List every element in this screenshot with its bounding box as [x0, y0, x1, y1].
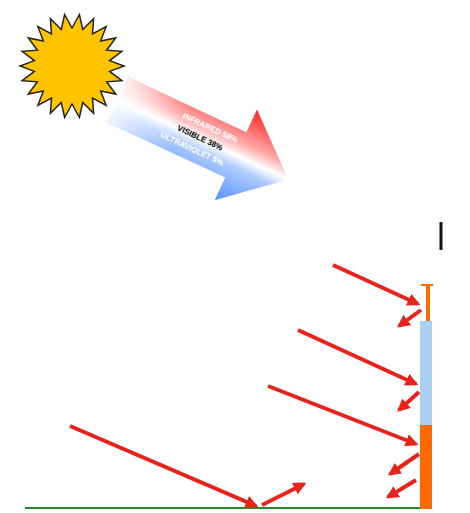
- wall-base: [420, 425, 432, 509]
- wall-top: [426, 285, 430, 321]
- reflected-ray: [399, 310, 421, 326]
- beam-fade: [97, 55, 310, 225]
- incident-ray: [298, 330, 416, 384]
- sun: [20, 15, 124, 118]
- incident-ray: [70, 426, 256, 506]
- bracket-mark: [440, 222, 443, 250]
- light-beam: [97, 55, 310, 225]
- reflected-ray: [262, 484, 304, 505]
- wall-window: [420, 321, 432, 425]
- incident-ray: [333, 265, 418, 304]
- ray-group: [70, 265, 421, 506]
- incident-ray: [268, 386, 416, 444]
- beam-arrow: [97, 55, 310, 225]
- reflected-ray: [388, 480, 416, 497]
- reflected-ray: [390, 454, 419, 474]
- reflected-ray: [399, 392, 419, 410]
- ground-line: [25, 507, 430, 509]
